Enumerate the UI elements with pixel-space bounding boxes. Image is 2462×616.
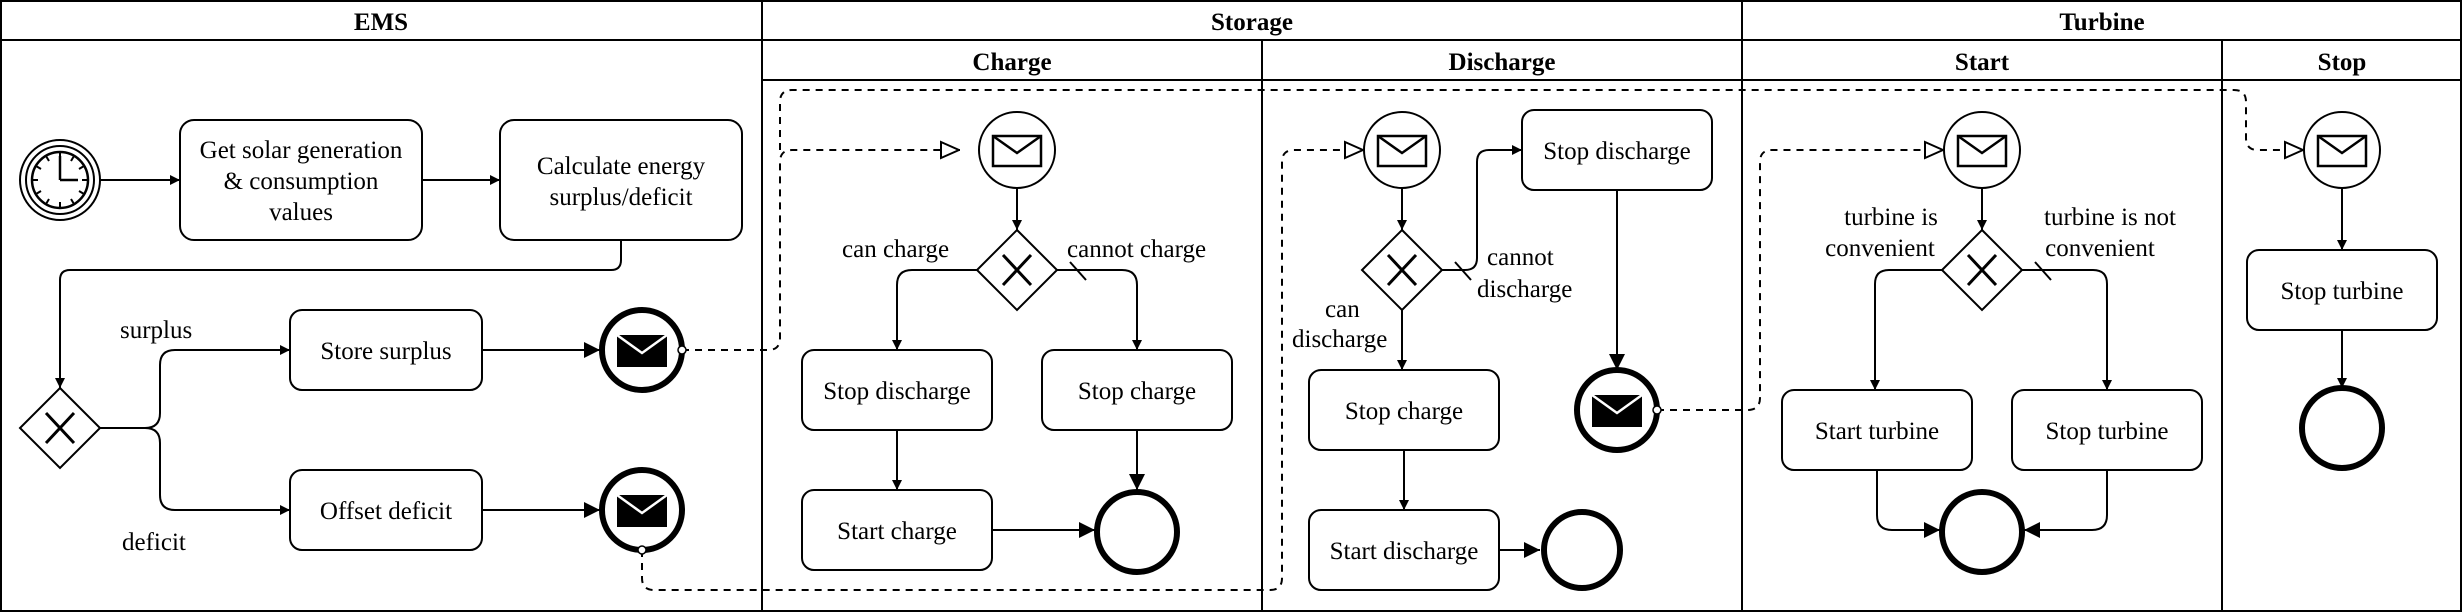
label-cannot-charge: cannot charge [1067, 236, 1206, 263]
task-calc-line1: Calculate energy [537, 153, 706, 180]
pool-title-storage: Storage [1211, 9, 1293, 36]
task-get-solar-values[interactable]: Get solar generation & consumption value… [179, 119, 423, 241]
exclusive-gateway-discharge[interactable] [1360, 228, 1444, 312]
task-get-values-line1: Get solar generation [200, 137, 403, 164]
task-stop-lane-stop-turbine[interactable]: Stop turbine [2246, 249, 2438, 331]
svg-text:Start charge: Start charge [837, 518, 957, 545]
end-event-turbine-stop[interactable] [2299, 385, 2385, 471]
message-flow-deficit-to-discharge [642, 150, 1364, 591]
lane-title-stop: Stop [2318, 49, 2367, 76]
end-event-charge[interactable] [1094, 489, 1180, 575]
label-convenient-2: convenient [1825, 235, 1935, 262]
x-icon [44, 411, 76, 445]
message-end-event-discharge[interactable] [1574, 367, 1660, 453]
lane-title-start: Start [1955, 49, 2010, 76]
message-start-event-turbine-start[interactable] [1943, 111, 2021, 189]
envelope-icon [1956, 134, 2008, 168]
task-calculate-surplus-deficit[interactable]: Calculate energy surplus/deficit [499, 119, 743, 241]
envelope-icon [991, 134, 1043, 168]
label-can-discharge-2: discharge [1292, 326, 1387, 353]
message-flow-discharge-to-turbine-start [1657, 150, 1944, 410]
exclusive-gateway-surplus-deficit[interactable] [18, 386, 102, 470]
label-deficit: deficit [122, 529, 186, 556]
label-cannot-discharge-2: discharge [1477, 276, 1572, 303]
svg-text:Stop turbine: Stop turbine [2281, 278, 2404, 305]
svg-text:Store surplus: Store surplus [320, 338, 451, 365]
envelope-icon [2316, 134, 2368, 168]
task-store-surplus[interactable]: Store surplus [289, 309, 483, 391]
label-convenient-1: turbine is [1844, 204, 1938, 231]
task-calc-line2: surplus/deficit [549, 184, 692, 211]
task-get-values-line3: values [269, 199, 333, 226]
task-charge-stop-charge[interactable]: Stop charge [1041, 349, 1233, 431]
task-discharge-stop-charge[interactable]: Stop charge [1308, 369, 1500, 451]
message-end-event-deficit[interactable] [599, 467, 685, 553]
label-can-discharge-1: can [1325, 296, 1360, 323]
exclusive-gateway-turbine[interactable] [1940, 228, 2024, 312]
label-not-convenient-2: convenient [2045, 235, 2155, 262]
end-event-turbine-start[interactable] [1939, 489, 2025, 575]
exclusive-gateway-charge[interactable] [975, 228, 1059, 312]
end-event-discharge[interactable] [1541, 509, 1623, 591]
lane-title-charge: Charge [972, 49, 1051, 76]
pool-title-ems: EMS [354, 9, 408, 36]
svg-text:Stop discharge: Stop discharge [823, 378, 970, 405]
task-start-charge[interactable]: Start charge [801, 489, 993, 571]
message-start-event-discharge[interactable] [1363, 111, 1441, 189]
task-get-values-line2: & consumption [224, 168, 379, 195]
svg-text:Start discharge: Start discharge [1330, 538, 1479, 565]
task-offset-deficit[interactable]: Offset deficit [289, 469, 483, 551]
timer-start-event[interactable] [19, 139, 101, 221]
message-end-event-surplus[interactable] [599, 307, 685, 393]
label-cannot-discharge-1: cannot [1487, 244, 1554, 271]
svg-text:Offset deficit: Offset deficit [320, 498, 452, 525]
envelope-icon [616, 333, 668, 367]
task-start-discharge[interactable]: Start discharge [1308, 509, 1500, 591]
envelope-icon [1591, 393, 1643, 427]
lane-title-discharge: Discharge [1449, 49, 1556, 76]
svg-text:Stop charge: Stop charge [1345, 398, 1463, 425]
x-icon [1966, 253, 1998, 287]
svg-text:Stop discharge: Stop discharge [1543, 138, 1690, 165]
task-charge-stop-discharge[interactable]: Stop discharge [801, 349, 993, 431]
label-can-charge: can charge [842, 236, 949, 263]
pool-title-turbine: Turbine [2059, 9, 2144, 36]
task-start-lane-stop-turbine[interactable]: Stop turbine [2011, 389, 2203, 471]
envelope-icon [616, 493, 668, 527]
message-flow-surplus-to-turbine-stop [779, 89, 2304, 150]
label-surplus: surplus [120, 317, 192, 344]
message-start-event-charge[interactable] [978, 111, 1056, 189]
message-start-event-turbine-stop[interactable] [2303, 111, 2381, 189]
task-start-turbine[interactable]: Start turbine [1781, 389, 1973, 471]
svg-text:Stop charge: Stop charge [1078, 378, 1196, 405]
svg-text:Stop turbine: Stop turbine [2046, 418, 2169, 445]
label-not-convenient-1: turbine is not [2044, 204, 2176, 231]
clock-icon [30, 150, 90, 210]
x-icon [1386, 253, 1418, 287]
envelope-icon [1376, 134, 1428, 168]
task-discharge-stop-discharge[interactable]: Stop discharge [1521, 109, 1713, 191]
svg-text:Start turbine: Start turbine [1815, 418, 1939, 445]
